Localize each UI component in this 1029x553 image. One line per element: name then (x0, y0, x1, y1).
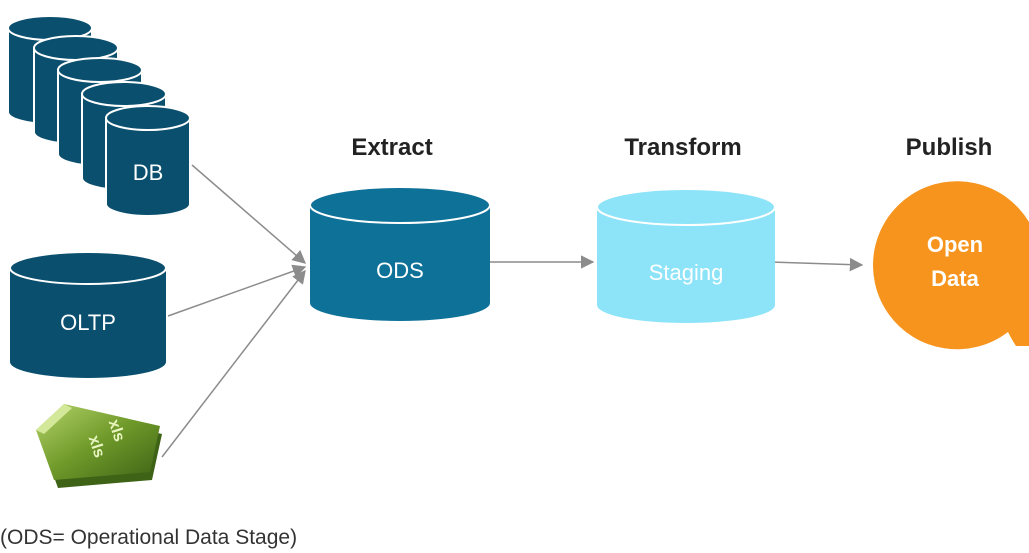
xls-text: xls (105, 417, 128, 444)
arrow-db-to-ods (191, 164, 307, 264)
stage-extract-label: Extract (351, 134, 432, 161)
open-data-bubble: Open Data (872, 181, 1029, 350)
open-data-label-line2: Data (931, 266, 979, 291)
oltp-cylinder: OLTP (9, 251, 167, 378)
open-data-label-line1: Open (927, 232, 983, 257)
arrow-staging-to-opendata (769, 257, 864, 272)
arrow-oltp-to-ods (167, 264, 307, 317)
oltp-label: OLTP (60, 310, 116, 335)
staging-label: Staging (649, 260, 724, 285)
flow-arrows (161, 164, 864, 458)
ods-cylinder: ODS (309, 186, 491, 321)
xls-file-icon: xls xls (36, 404, 162, 488)
staging-cylinder: Staging (596, 188, 776, 323)
stage-transform-label: Transform (624, 134, 741, 161)
db-label: DB (133, 160, 164, 185)
db-cylinder-front (105, 105, 191, 217)
stage-publish-label: Publish (906, 134, 993, 161)
footnote: (ODS= Operational Data Stage) (0, 526, 298, 549)
xls-text: xls (85, 433, 108, 460)
db-stack: DB (7, 15, 191, 217)
arrow-xls-to-ods (161, 269, 306, 458)
ods-label: ODS (376, 258, 424, 283)
